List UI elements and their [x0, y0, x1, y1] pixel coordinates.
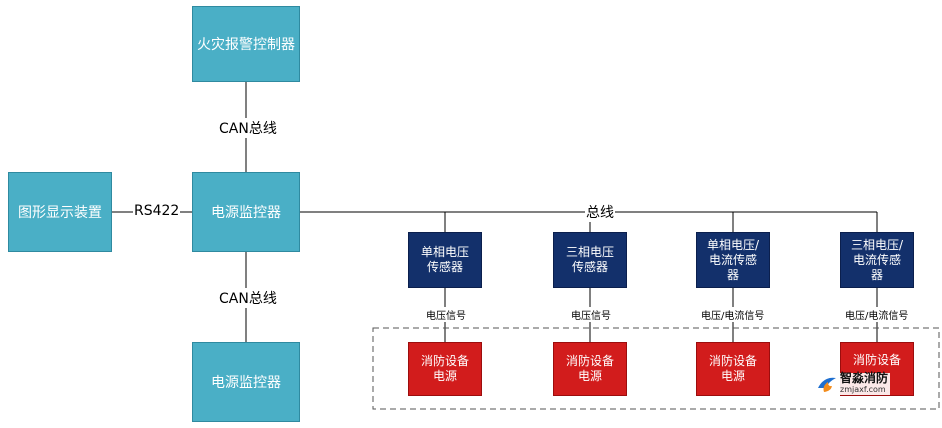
power-supply-group-border: [372, 327, 940, 410]
sensor-1: 单相电压 传感器: [408, 232, 482, 288]
can-bus-label-top: CAN总线: [218, 118, 278, 138]
signal-label-2: 电压信号: [570, 307, 612, 322]
watermark-name: 智淼消防: [840, 371, 889, 385]
rs422-label: RS422: [133, 203, 181, 219]
flame-logo-icon: [816, 374, 838, 394]
fire-alarm-controller: 火灾报警控制器: [192, 6, 300, 82]
power-monitor-secondary: 电源监控器: [192, 342, 300, 422]
watermark-logo: 智淼消防 zmjaxf.com: [814, 371, 891, 395]
signal-label-3: 电压/电流信号: [700, 307, 766, 322]
sensor-3: 单相电压/ 电流传感 器: [696, 232, 770, 288]
power-supply-2: 消防设备 电源: [553, 342, 627, 396]
signal-label-4: 电压/电流信号: [844, 307, 910, 322]
sensor-4: 三相电压/ 电流传感 器: [840, 232, 914, 288]
power-supply-3: 消防设备 电源: [696, 342, 770, 396]
watermark-url: zmjaxf.com: [840, 385, 886, 394]
bus-label: 总线: [585, 202, 615, 222]
sensor-2: 三相电压 传感器: [553, 232, 627, 288]
power-monitor-main: 电源监控器: [192, 172, 300, 252]
signal-label-1: 电压信号: [425, 307, 467, 322]
graphic-display-device: 图形显示装置: [8, 172, 112, 252]
can-bus-label-bottom: CAN总线: [218, 288, 278, 308]
power-supply-1: 消防设备 电源: [408, 342, 482, 396]
